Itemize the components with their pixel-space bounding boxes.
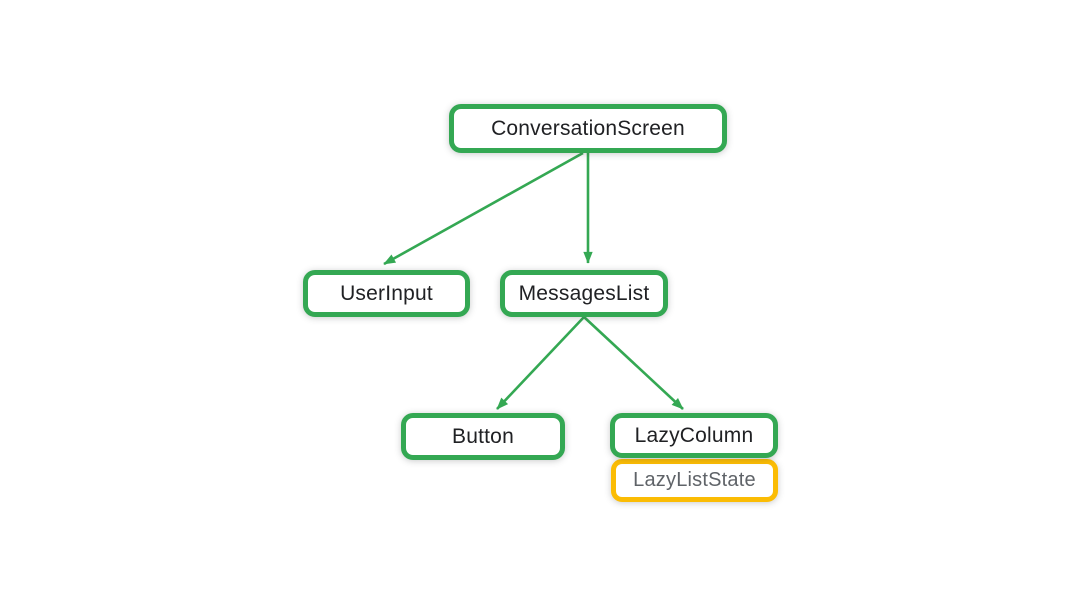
node-label: LazyColumn [634, 423, 754, 447]
edge-messageslist-button [496, 316, 585, 410]
node-label: LazyListState [633, 469, 756, 491]
node-button: Button [401, 413, 565, 460]
node-label: Button [452, 424, 514, 448]
node-userinput: UserInput [303, 270, 470, 317]
node-label: ConversationScreen [491, 116, 685, 140]
node-lazyliststate: LazyListState [611, 459, 778, 502]
edge-conversationscreen-userinput [383, 151, 584, 266]
node-label: UserInput [340, 281, 433, 305]
node-label: MessagesList [518, 281, 650, 305]
node-lazycolumn: LazyColumn [610, 413, 778, 458]
node-messageslist: MessagesList [500, 270, 668, 317]
node-conversationscreen: ConversationScreen [449, 104, 727, 153]
edge-messageslist-lazycolumn [583, 316, 684, 410]
